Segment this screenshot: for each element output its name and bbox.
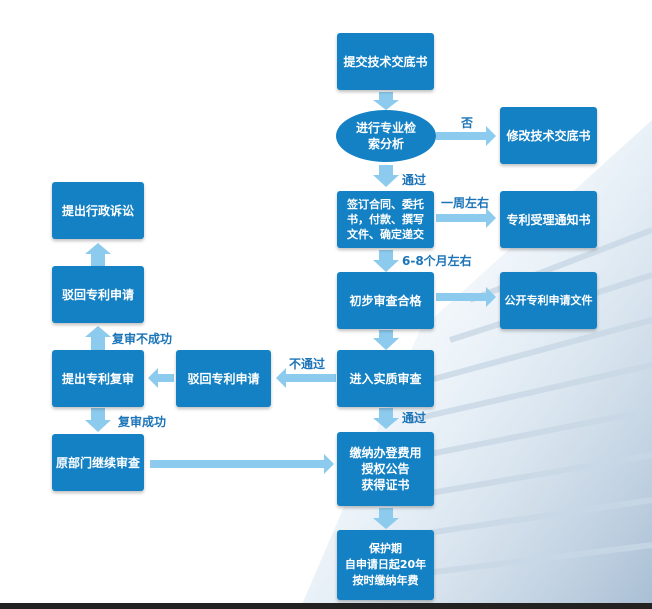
node-preliminary-exam: 初步审查合格 (337, 272, 434, 329)
label-about-one-week: 一周左右 (441, 196, 490, 210)
arrow-substantive-to-reject (276, 368, 336, 388)
arrow-fee-to-protect (373, 508, 399, 529)
arrow-continue-to-fee (150, 454, 334, 474)
node-modify-disclosure: 修改技术交底书 (500, 107, 597, 164)
node-professional-search: 进行专业检 索分析 (336, 110, 436, 162)
arrow-contract-to-prelim (373, 250, 399, 272)
node-continue-exam: 原部门继续审查 (52, 434, 144, 491)
arrow-review-to-reject-top (85, 326, 111, 350)
arrow-reject-to-review (148, 368, 174, 388)
node-sign-contract: 签订合同、委托 书，付款、撰写 文件、确定递交 (337, 191, 434, 248)
label-review-succeeded: 复审成功 (118, 415, 167, 429)
node-submit-disclosure: 提交技术交底书 (337, 33, 434, 90)
node-reject-application-mid: 驳回专利申请 (176, 350, 271, 407)
label-pass-2: 通过 (402, 411, 427, 425)
arrow-prelim-to-publish (436, 287, 496, 307)
arrow-reject-top-to-admin (85, 243, 111, 266)
label-no: 否 (461, 116, 474, 130)
arrow-analysis-to-contract (373, 165, 399, 187)
arrow-contract-to-notice (436, 208, 496, 228)
arrow-submit-to-analysis (373, 92, 399, 110)
node-acceptance-notice: 专利受理通知书 (500, 191, 597, 248)
node-protection-period: 保护期 自申请日起20年 按时缴纳年费 (337, 530, 434, 600)
label-pass-1: 通过 (402, 173, 427, 187)
arrow-substantive-to-fee (373, 408, 399, 429)
arrow-prelim-to-substantive (373, 330, 399, 350)
node-administrative-lawsuit: 提出行政诉讼 (52, 182, 144, 239)
node-substantive-exam: 进入实质审查 (337, 350, 434, 407)
label-review-failed: 复审不成功 (112, 332, 173, 346)
node-publish-application: 公开专利申请文件 (500, 272, 597, 329)
node-request-review: 提出专利复审 (52, 350, 144, 407)
label-six-to-eight-months: 6-8个月左右 (402, 254, 472, 268)
arrow-analysis-to-modify (436, 126, 496, 146)
label-not-pass: 不通过 (289, 357, 326, 371)
node-pay-fee-grant: 缴纳办登费用 授权公告 获得证书 (337, 432, 434, 506)
node-reject-application-top: 驳回专利申请 (52, 266, 144, 323)
arrow-review-to-continue (85, 408, 111, 432)
